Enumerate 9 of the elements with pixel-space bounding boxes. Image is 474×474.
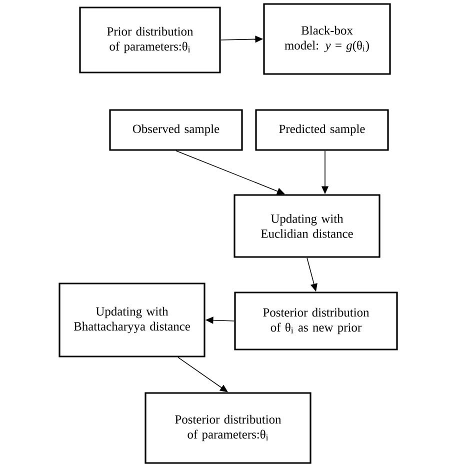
process-box: Observed sample [109, 109, 243, 151]
process-box: Updating with Bhattacharyya distance [58, 282, 206, 358]
arrow [178, 356, 228, 392]
process-box: Posterior distribution of θ$_{i}$ as new prior [234, 292, 398, 350]
process-box: Prior distribution of parameters:θ$_{i}$ [79, 6, 221, 74]
process-box: Predicted sample [255, 109, 389, 151]
process-box: Updating with Euclidian distance [234, 194, 380, 258]
process-box: Posterior distribution of parameters:θ$_{i}$ [144, 392, 312, 464]
process-box: Black-box model: y = g(θ$_{i}$) [263, 3, 391, 75]
